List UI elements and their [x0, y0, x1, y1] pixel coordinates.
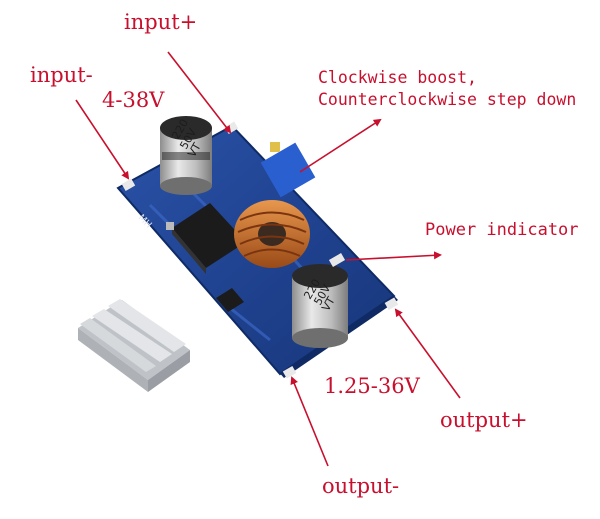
label-adjust-line2: Counterclockwise step down	[318, 90, 577, 109]
potentiometer	[260, 142, 316, 198]
input-capacitor: 220 50V VT	[160, 116, 212, 195]
annotation-arrows	[75, 51, 461, 467]
label-input-plus: input+	[124, 10, 198, 34]
label-output-minus: output-	[322, 474, 400, 498]
label-input-voltage: 4-38V	[102, 88, 165, 112]
capacitor-series-text: VT	[319, 294, 338, 313]
pad-input-minus	[121, 178, 136, 191]
inductor-coil	[234, 200, 310, 268]
arrow-power-indicator	[345, 251, 442, 261]
arrow-output-plus	[394, 308, 461, 399]
output-capacitor: 220 50V VT	[292, 264, 348, 348]
label-power-indicator: Power indicator	[425, 220, 579, 240]
regulator-ic	[166, 203, 246, 274]
arrow-potentiometer	[299, 118, 382, 173]
heatsink	[78, 299, 190, 392]
label-output-voltage: 1.25-36V	[324, 374, 420, 398]
capacitor-series-text: VT	[185, 140, 204, 159]
label-input-minus: input-	[30, 63, 93, 87]
arrow-input-minus	[75, 99, 130, 180]
power-led	[328, 253, 346, 267]
arrow-output-minus	[290, 376, 329, 467]
label-output-plus: output+	[440, 408, 528, 432]
diode	[216, 288, 244, 312]
pad-output-minus	[282, 366, 297, 379]
pad-output-plus	[384, 297, 399, 310]
label-adjust-line1: Clockwise boost,	[318, 68, 477, 87]
arrow-input-plus	[167, 51, 232, 134]
